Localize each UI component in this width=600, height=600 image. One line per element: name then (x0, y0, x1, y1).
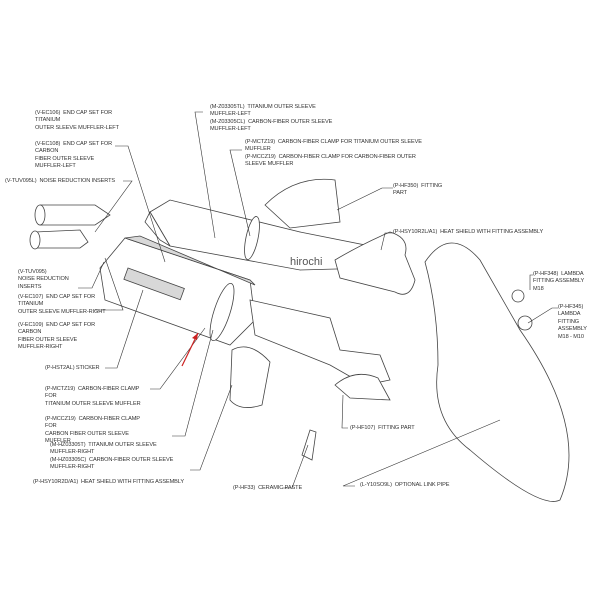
fitting-part-hf107 (334, 373, 391, 401)
label-v-ec109: (V-EC109) END CAP SET FOR CARBON FIBER O… (18, 322, 96, 351)
label-v-ec107: (V-EC107) END CAP SET FOR TITANIUM OUTER… (18, 294, 106, 315)
label-m-z03305tl: (M-Z03305TL) TITANIUM OUTER SLEEVE MUFFL… (210, 104, 333, 133)
label-v-tuv095: (V-TUV095) NOISE REDUCTION INSERTS (18, 269, 69, 290)
muffler-right (99, 235, 391, 386)
label-p-mccz19-right: (P-MCCZ19) CARBON-FIBER CLAMP FOR CARBON… (45, 416, 140, 445)
label-p-hsy10r2l: (P-HSY10R2L/A1) HEAT SHIELD WITH FITTING… (393, 229, 544, 235)
label-p-hsy10r2d: (P-HSY10R2D/A1) HEAT SHIELD WITH FITTING… (33, 479, 185, 485)
end-caps (29, 204, 111, 250)
label-v-ec108: (V-EC108) END CAP SET FOR CARBON FIBER O… (35, 141, 113, 170)
optional-link-pipe (424, 242, 570, 502)
label-p-hst2al: (P-HST2AL) STICKER (45, 365, 100, 371)
label-m-hz03305t: (M-HZ03305T) TITANIUM OUTER SLEEVE MUFFL… (50, 442, 174, 471)
label-p-mctz19-right: (P-MCTZ19) CARBON-FIBER CLAMP FOR TITANI… (45, 386, 141, 407)
label-v-tuv095l: (V-TUV095L) NOISE REDUCTION INSERTS (5, 178, 116, 184)
label-p-hf350: (P-HF350) FITTING PART (393, 183, 443, 197)
label-l-y10so9l: (L-Y10SO9L) OPTIONAL LINK PIPE (360, 482, 450, 488)
label-p-hf345: (P-HF345) LAMBDA FITTING ASSEMBLY M18 - … (558, 304, 587, 340)
fitting-part-hf350 (264, 178, 341, 229)
heat-shield-right (229, 346, 271, 408)
label-p-mctz19-left: (P-MCTZ19) CARBON-FIBER CLAMP FOR TITANI… (245, 139, 422, 168)
sticker (123, 267, 185, 301)
label-v-ec106: (V-EC106) END CAP SET FOR TITANIUM OUTER… (35, 110, 119, 131)
label-p-hf107: (P-HF107) FITTING PART (350, 425, 415, 431)
label-p-hf33: (P-HF33) CERAMIC PASTE (233, 485, 303, 491)
label-p-hf348: (P-HF348) LAMBDA FITTING ASSEMBLY M18 (533, 271, 585, 292)
watermark: hirochi (290, 256, 323, 268)
heat-shield-left (334, 231, 416, 295)
